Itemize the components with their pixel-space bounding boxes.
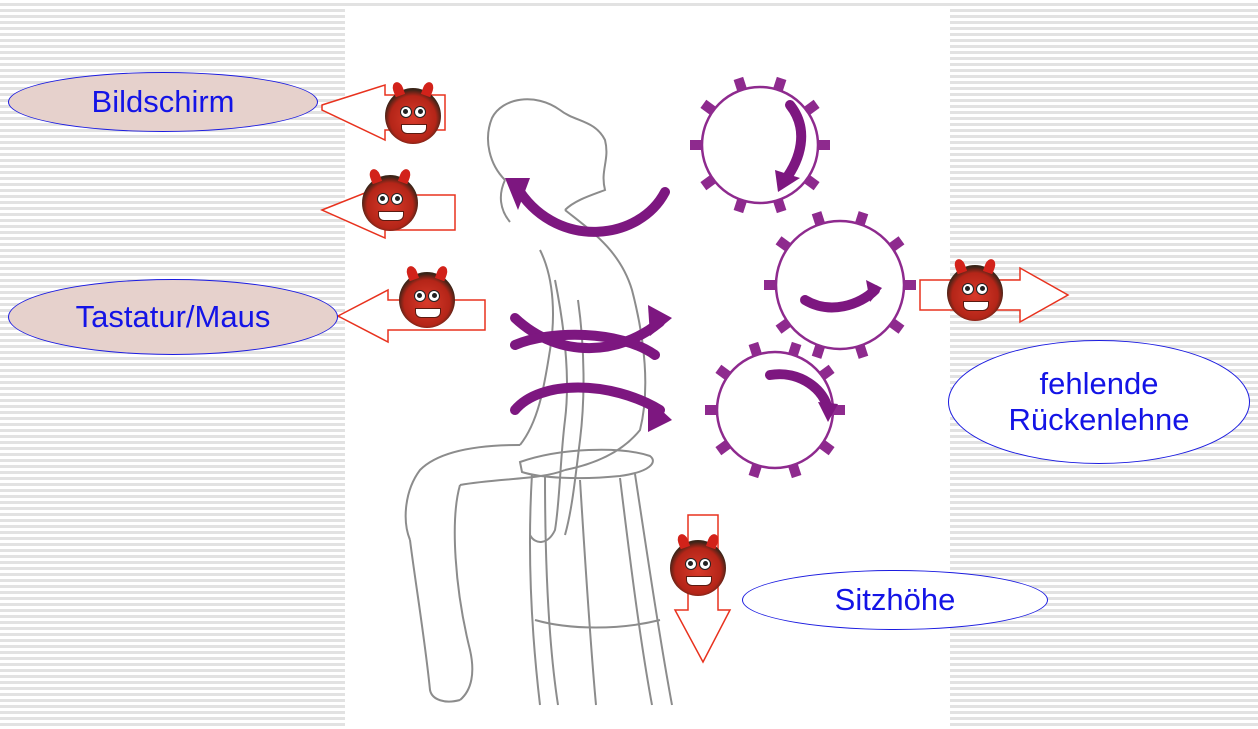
gear-tooth: [892, 240, 902, 247]
gear-tooth: [860, 346, 864, 357]
label-tastatur-maus-text: Tastatur/Maus: [76, 299, 271, 335]
gear-tooth: [718, 369, 728, 376]
gear-tooth: [807, 104, 817, 111]
gear-tooth: [793, 343, 797, 354]
label-tastatur-maus: Tastatur/Maus: [8, 279, 338, 355]
label-rueckenlehne-line2: Rückenlehne: [1009, 402, 1190, 438]
gear-tooth: [860, 213, 864, 224]
gear-tooth: [817, 213, 821, 224]
label-bildschirm-text: Bildschirm: [92, 84, 235, 120]
devil-face-icon: [399, 272, 455, 328]
gear-tooth: [738, 78, 742, 89]
gear-tooth: [718, 444, 728, 451]
gear-tooth: [779, 323, 789, 330]
devil-face-icon: [362, 175, 418, 231]
gear-tooth: [753, 465, 757, 476]
gear-tooth: [807, 179, 817, 186]
label-fehlende-rueckenlehne: fehlende Rückenlehne: [948, 340, 1250, 464]
gear-tooth: [778, 78, 782, 89]
gear-tooth: [738, 200, 742, 211]
label-rueckenlehne-line1: fehlende: [1040, 366, 1159, 402]
rotation-arrows: [515, 105, 875, 410]
gear-tooth: [793, 465, 797, 476]
gear-tooth: [778, 200, 782, 211]
label-sitzhoehe: Sitzhöhe: [742, 570, 1048, 630]
devil-face-icon: [670, 540, 726, 596]
gear-tooth: [822, 444, 832, 451]
gear-tooth: [892, 323, 902, 330]
gear-tooth: [703, 104, 713, 111]
gear-tooth: [703, 179, 713, 186]
devil-face-icon: [947, 265, 1003, 321]
gear-tooth: [817, 346, 821, 357]
gear-tooth: [822, 369, 832, 376]
gear-tooth: [753, 343, 757, 354]
label-sitzhoehe-text: Sitzhöhe: [835, 582, 956, 618]
gear-tooth: [779, 240, 789, 247]
label-bildschirm: Bildschirm: [8, 72, 318, 132]
devil-face-icon: [385, 88, 441, 144]
